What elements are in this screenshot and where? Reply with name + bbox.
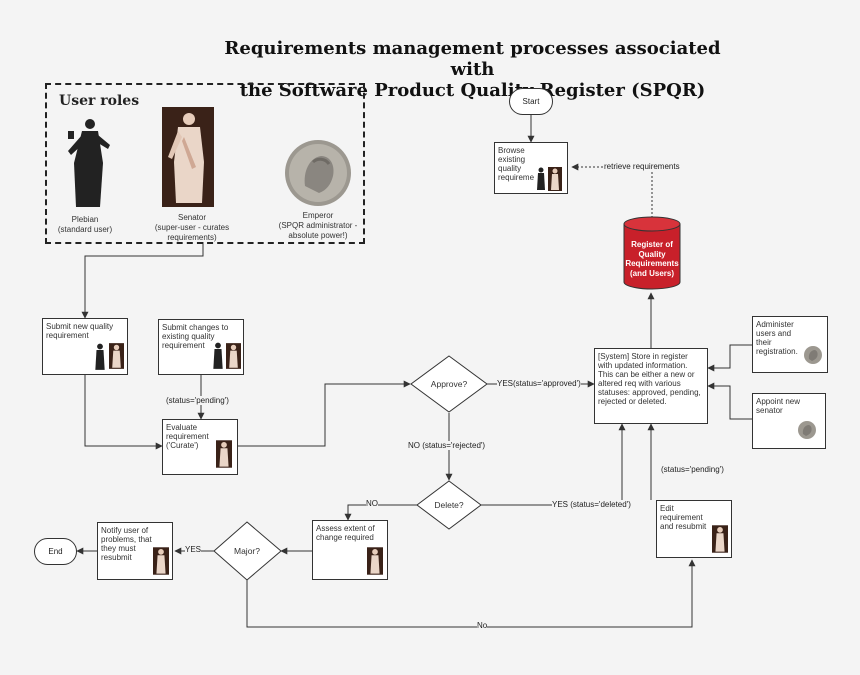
edge-evaluate-approve (238, 380, 411, 447)
evaluate-requirement-node: Evaluate requirement ('Curate') (162, 419, 238, 475)
delete-diamond (416, 480, 482, 530)
plebian-statue-icon (68, 119, 110, 207)
senator-icon (712, 525, 728, 553)
approve-decision-label: Approve? (430, 379, 468, 389)
plebian-icon (537, 167, 545, 190)
edge-label-no-delete: NO (366, 499, 378, 508)
major-diamond (213, 521, 282, 581)
diagram-title: Requirements management processes associ… (200, 38, 745, 101)
senator-icon (548, 167, 562, 191)
emperor-caption: Emperor (SPQR administrator - absolute p… (278, 211, 358, 240)
emperor-coin-icon (798, 421, 816, 439)
user-roles-panel: User roles Plebian (standard user) Senat… (45, 83, 365, 244)
delete-decision-label: Delete? (434, 500, 464, 510)
edge-major-edit (246, 559, 696, 628)
major-decision-label: Major? (234, 546, 260, 556)
store-in-register-node: [System] Store in register with updated … (594, 348, 708, 424)
edit-and-resubmit-node: Edit requirement and resubmit (656, 500, 732, 558)
senator-icon (153, 547, 169, 575)
notify-user-node: Notify user of problems, that they must … (97, 522, 173, 580)
user-roles-title: User roles (59, 93, 140, 109)
senator-statue-icon (162, 107, 214, 207)
title-line-2: the Software Product Quality Register (S… (239, 80, 706, 101)
edge-label-yes-approved: YES(status='approved') (497, 379, 581, 388)
edge-retrieve-requirements (571, 163, 653, 218)
register-cylinder (623, 216, 681, 290)
edge-submit-evaluate (84, 375, 163, 450)
senator-caption: Senator (super-user - curates requiremen… (154, 213, 230, 242)
title-line-1: Requirements management processes associ… (224, 38, 721, 80)
emperor-coin-icon (285, 140, 351, 206)
emperor-coin-icon (804, 346, 822, 364)
edge-label-no-major: No (477, 621, 488, 630)
edge-label-yes-deleted: YES (status='deleted') (552, 500, 631, 509)
administer-users-node: Administer users and their registration. (752, 316, 828, 373)
end-terminal: End (34, 538, 77, 565)
assess-change-node: Assess extent of change required (312, 520, 388, 580)
senator-icon (216, 440, 232, 468)
edge-label-retrieve: retrieve requirements (604, 162, 680, 171)
edge-delete-assess (344, 504, 417, 521)
edge-roles-submit (81, 242, 204, 319)
edge-label-yes-major: YES (185, 545, 202, 554)
edge-label-pending-submit: (status='pending') (166, 396, 229, 405)
register-label: Register of Quality Requirements (and Us… (625, 240, 679, 278)
plebian-icon (95, 343, 105, 370)
edge-administer-store (707, 344, 752, 372)
start-terminal: Start (509, 88, 553, 115)
approve-diamond (410, 355, 488, 413)
submit-changes-node: Submit changes to existing quality requi… (158, 319, 244, 375)
submit-new-requirement-node: Submit new quality requirement (42, 318, 128, 375)
plebian-caption: Plebian (standard user) (57, 215, 113, 234)
edge-appoint-store (707, 382, 752, 420)
senator-icon (109, 343, 124, 369)
browse-requirements-node: Browse existing quality requireme (494, 142, 568, 194)
senator-icon (367, 547, 383, 575)
appoint-senator-node: Appoint new senator (752, 393, 826, 449)
plebian-icon (213, 342, 223, 369)
senator-icon (226, 343, 241, 369)
edge-delete-store (481, 423, 626, 506)
edge-label-pending-edit: (status='pending') (661, 465, 724, 474)
edge-label-no-rejected: NO (status='rejected') (408, 441, 486, 450)
